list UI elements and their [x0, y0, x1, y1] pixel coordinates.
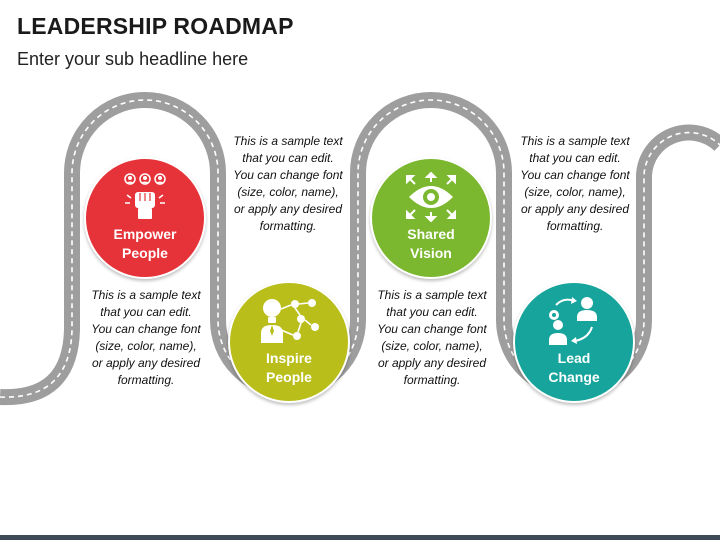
- person-swap-icon: [544, 297, 604, 345]
- road-lane-marking: [0, 99, 720, 398]
- step-description: This is a sample text that you can edit.…: [233, 134, 343, 233]
- step-description: This is a sample text that you can edit.…: [377, 288, 487, 387]
- raised-fist-team-icon: [115, 173, 175, 221]
- eye-arrows-icon: [403, 172, 459, 222]
- step-description: This is a sample text that you can edit.…: [520, 134, 630, 233]
- page-subtitle: Enter your sub headline here: [17, 49, 249, 69]
- lightbulb-network-icon: [257, 297, 321, 345]
- footer-bar: [0, 535, 720, 540]
- step-description: This is a sample text that you can edit.…: [91, 288, 201, 387]
- page-title: LEADERSHIP ROADMAP: [17, 13, 294, 39]
